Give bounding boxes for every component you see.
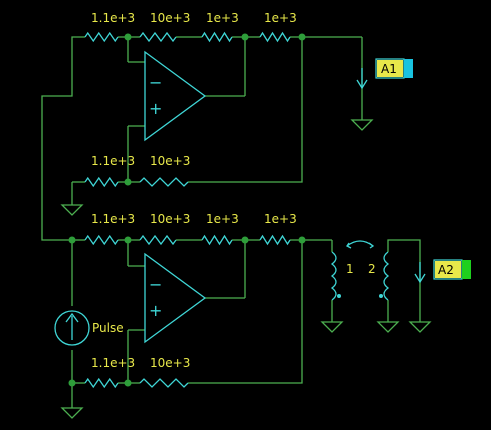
ground-transformer-primary	[320, 321, 344, 333]
ground-transformer-secondary	[376, 321, 400, 333]
junction-dot	[68, 236, 76, 244]
resistor-lower-bottom-2[interactable]	[139, 378, 189, 388]
junction-dot	[298, 236, 306, 244]
probe-arrow-a1	[356, 68, 368, 90]
probe-arrow-a2	[414, 262, 426, 284]
resistor-top-2[interactable]	[139, 31, 177, 43]
resistor-lower-1[interactable]	[84, 234, 119, 246]
probe-a1[interactable]: A1	[375, 58, 413, 79]
resistor-label-top-1: 1.1e+3	[91, 11, 135, 25]
winding-1-label: 1	[346, 262, 354, 276]
resistor-upper-bottom-1[interactable]	[84, 176, 119, 188]
probe-a2[interactable]: A2	[433, 259, 471, 280]
opamp-lower[interactable]: − +	[144, 252, 207, 344]
resistor-symbols	[84, 31, 291, 389]
resistor-label-lower-1: 1.1e+3	[91, 212, 135, 226]
resistor-top-1[interactable]	[84, 31, 119, 43]
resistor-top-3[interactable]	[201, 31, 233, 43]
junction-dots	[68, 33, 306, 387]
resistor-upper-bottom-2[interactable]	[139, 177, 189, 187]
pulse-source[interactable]	[54, 310, 90, 346]
upper-circuit-wires	[41, 36, 363, 241]
opamp-upper[interactable]: − +	[144, 50, 207, 142]
resistor-label-upper-bottom-1: 1.1e+3	[91, 154, 135, 168]
resistor-label-lower-3: 1e+3	[206, 212, 239, 226]
opamp-lower-minus: −	[149, 275, 162, 294]
ground-a1	[350, 119, 374, 131]
resistor-label-upper-bottom-2: 10e+3	[150, 154, 190, 168]
resistor-label-top-4: 1e+3	[264, 11, 297, 25]
opamp-lower-plus: +	[149, 301, 162, 320]
pulse-source-label: Pulse	[92, 321, 124, 335]
junction-dot	[124, 379, 132, 387]
resistor-labels: 1.1e+3 10e+3 1e+3 1e+3 1.1e+3 10e+3 1.1e…	[91, 11, 297, 370]
resistor-label-top-3: 1e+3	[206, 11, 239, 25]
ground-lower-left	[60, 407, 84, 419]
opamp-upper-plus: +	[149, 99, 162, 118]
probe-a2-color-swatch	[462, 260, 471, 279]
resistor-lower-3[interactable]	[201, 234, 233, 246]
resistor-lower-bottom-1[interactable]	[84, 377, 119, 389]
resistor-top-4[interactable]	[259, 31, 291, 43]
junction-dot	[241, 236, 249, 244]
winding-2-label: 2	[368, 262, 376, 276]
probe-a1-color-swatch	[404, 59, 413, 78]
ground-symbols	[60, 119, 432, 419]
ground-upper-left	[60, 204, 84, 216]
resistor-label-lower-bottom-1: 1.1e+3	[91, 356, 135, 370]
junction-dot	[124, 236, 132, 244]
resistor-label-top-2: 10e+3	[150, 11, 190, 25]
resistor-label-lower-2: 10e+3	[150, 212, 190, 226]
transformer[interactable]	[330, 240, 390, 301]
resistor-label-lower-4: 1e+3	[264, 212, 297, 226]
resistor-label-lower-bottom-2: 10e+3	[150, 356, 190, 370]
junction-dot	[298, 33, 306, 41]
probe-a1-label: A1	[381, 62, 397, 76]
probe-a2-label: A2	[438, 263, 454, 277]
lower-circuit-wires	[71, 239, 421, 408]
opamp-upper-minus: −	[149, 73, 162, 92]
junction-dot	[124, 178, 132, 186]
junction-dot	[68, 379, 76, 387]
ground-a2	[408, 321, 432, 333]
junction-dot	[241, 33, 249, 41]
junction-dot	[124, 33, 132, 41]
resistor-lower-4[interactable]	[259, 234, 291, 246]
resistor-lower-2[interactable]	[139, 234, 177, 246]
